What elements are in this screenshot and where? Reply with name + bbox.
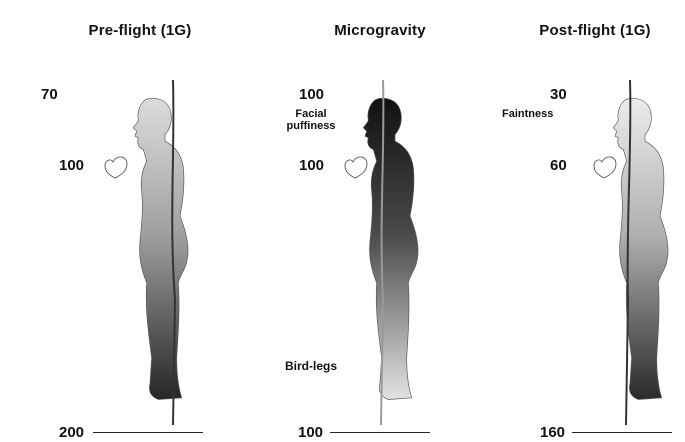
facial-puffiness-line1: Facial bbox=[281, 108, 341, 120]
facial-puffiness-note: Facial puffiness bbox=[281, 108, 341, 132]
head-value: 100 bbox=[299, 86, 324, 103]
chest-value: 100 bbox=[299, 157, 324, 174]
ground-line bbox=[572, 432, 672, 433]
bird-legs-note: Bird-legs bbox=[285, 360, 337, 372]
chest-value: 60 bbox=[550, 157, 567, 174]
feet-value: 100 bbox=[298, 424, 323, 441]
head-value: 30 bbox=[550, 86, 567, 103]
faintness-note: Faintness bbox=[502, 108, 553, 120]
head-value: 70 bbox=[41, 86, 58, 103]
feet-value: 200 bbox=[59, 424, 84, 441]
facial-puffiness-line2: puffiness bbox=[281, 120, 341, 132]
chest-value: 100 bbox=[59, 157, 84, 174]
panel-postflight: Post-flight (1G) 30 Faintness 60 160 bbox=[470, 0, 685, 442]
heart-icon bbox=[345, 157, 367, 178]
human-figure-postflight bbox=[470, 0, 685, 442]
ground-line bbox=[93, 432, 203, 433]
panel-microgravity: Microgravity 100 Facial puffiness 100 Bi… bbox=[255, 0, 485, 442]
feet-value: 160 bbox=[540, 424, 565, 441]
human-figure-microgravity bbox=[255, 0, 485, 442]
ground-line bbox=[330, 432, 430, 433]
human-figure-preflight bbox=[25, 0, 255, 442]
heart-icon bbox=[594, 157, 616, 178]
heart-icon bbox=[105, 157, 127, 178]
panel-preflight: Pre-flight (1G) 70 100 200 bbox=[25, 0, 255, 442]
